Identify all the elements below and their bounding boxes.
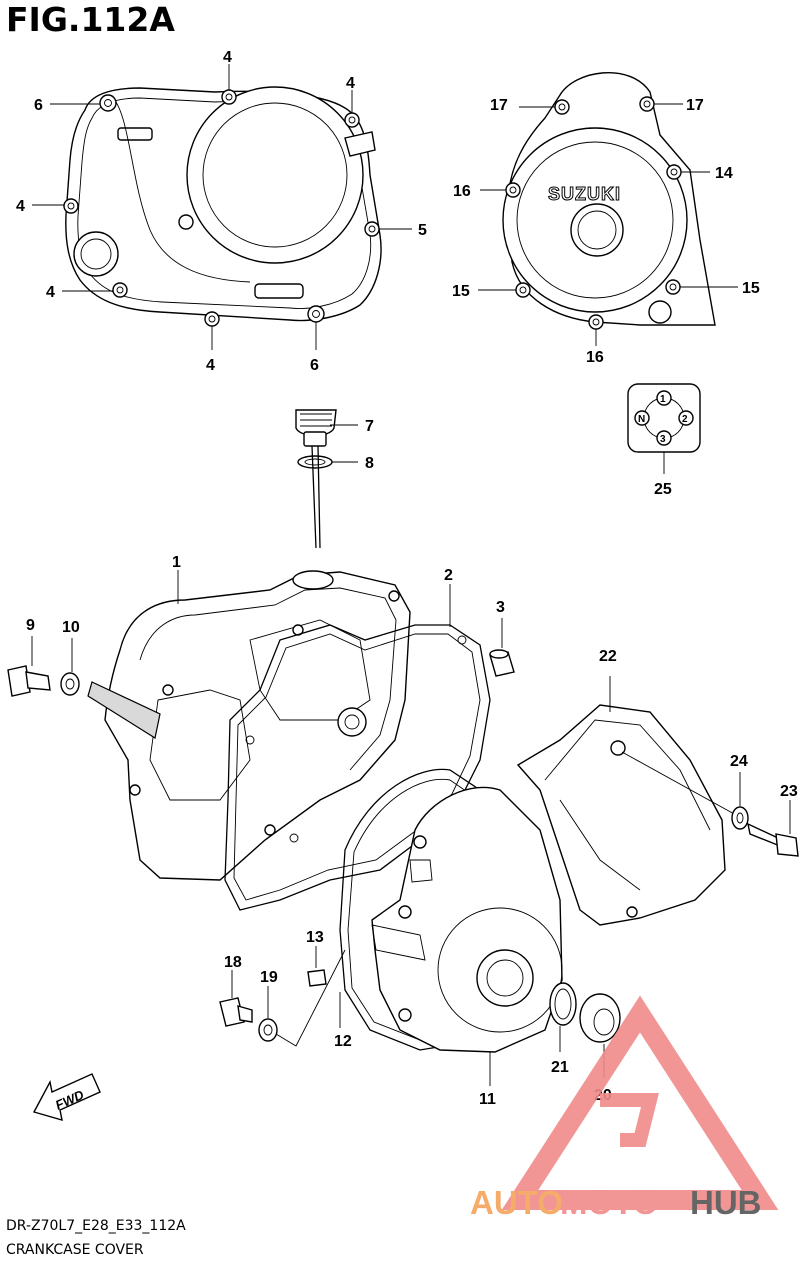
gear-pos-n: N	[638, 414, 645, 425]
watermark-part2: MOTO	[560, 1184, 658, 1221]
label-22: 22	[599, 648, 617, 665]
suzuki-logo: SUZUKI	[548, 184, 621, 204]
label-24: 24	[730, 753, 748, 770]
watermark-part3: HUB	[690, 1184, 762, 1221]
magneto-cover-11: 11	[371, 786, 563, 1108]
washer-19: 19	[258, 949, 346, 1047]
label-17a: 17	[490, 97, 508, 114]
label-19: 19	[260, 969, 278, 986]
magneto-cover-top: SUZUKI 17 17 16 14 15 15 16	[452, 71, 760, 366]
label-7: 7	[365, 418, 374, 435]
oil-dipstick: 7 8	[295, 409, 374, 549]
gasket-2: 2	[224, 567, 491, 911]
label-17b: 17	[686, 97, 704, 114]
bolt-23: 23	[747, 783, 799, 857]
label-13: 13	[306, 929, 324, 946]
label-4b: 4	[346, 75, 355, 92]
label-23: 23	[780, 783, 798, 800]
label-25: 25	[654, 481, 672, 498]
label-2: 2	[444, 567, 453, 584]
label-8: 8	[365, 455, 374, 472]
figure-title: FIG.112A	[6, 0, 175, 39]
label-3: 3	[496, 599, 505, 616]
label-1: 1	[172, 554, 181, 571]
gear-pos-2: 2	[682, 414, 688, 425]
sprocket-cover-22: 22	[516, 648, 737, 926]
bolt-18: 18	[219, 954, 253, 1027]
label-4d: 4	[46, 284, 55, 301]
label-5: 5	[418, 222, 427, 239]
label-15a: 15	[452, 283, 470, 300]
label-14: 14	[715, 165, 733, 182]
crankcase-cover-1: 1	[87, 554, 411, 881]
label-16b: 16	[586, 349, 604, 366]
label-4c: 4	[16, 198, 25, 215]
label-11: 11	[479, 1091, 496, 1108]
label-4e: 4	[206, 357, 215, 374]
label-15b: 15	[742, 280, 760, 297]
washer-24: 24	[730, 753, 749, 830]
label-12: 12	[334, 1033, 352, 1050]
washer-10: 10	[60, 619, 80, 696]
figure-code: DR-Z70L7_E28_E33_112A	[6, 1218, 186, 1234]
label-6a: 6	[34, 97, 43, 114]
label-18: 18	[224, 954, 242, 971]
gear-pos-1: 1	[660, 394, 666, 405]
label-21: 21	[551, 1059, 569, 1076]
label-16a: 16	[453, 183, 471, 200]
label-9: 9	[26, 617, 35, 634]
clutch-cover-top: 6 4 4 4 5 4 4 6	[16, 49, 427, 374]
bolt-9: 9	[7, 617, 51, 697]
label-6b: 6	[310, 357, 319, 374]
watermark: AUTO MOTO HUB	[470, 995, 779, 1221]
label-10: 10	[62, 619, 80, 636]
forward-arrow: FWD	[32, 1073, 101, 1121]
gear-indicator: 1 N 2 3 25	[627, 383, 701, 498]
label-4a: 4	[223, 49, 232, 66]
figure-name: CRANKCASE COVER	[6, 1242, 144, 1258]
dowel-pin-13: 13	[306, 929, 327, 987]
gear-pos-3: 3	[660, 434, 666, 445]
o-ring-21: 21	[549, 982, 577, 1076]
watermark-part1: AUTO	[470, 1184, 563, 1221]
dowel-pin-3: 3	[489, 599, 515, 677]
